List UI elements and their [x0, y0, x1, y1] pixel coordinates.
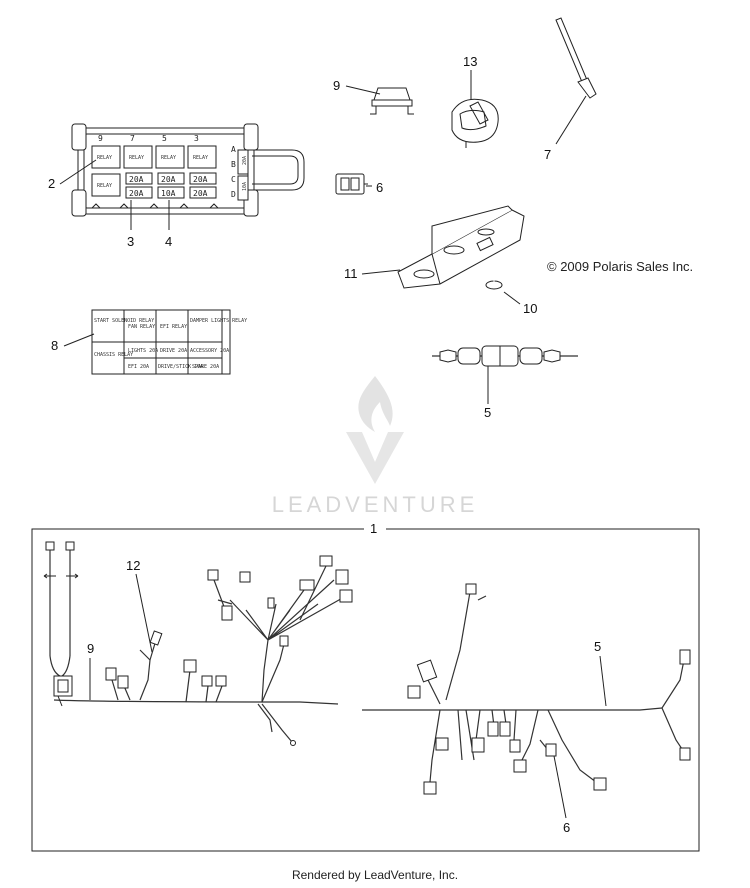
fuse-box: 9 7 5 3 RELAY RELAY RELAY RELAY RELAY 20…	[71, 123, 305, 217]
diode-part	[370, 87, 414, 115]
fuse-pos-7: 7	[130, 134, 135, 143]
fuse-label-r1-3: 20A	[193, 175, 208, 184]
side-fuse-1: 20A	[242, 156, 248, 165]
fuse-pos-9: 9	[98, 134, 103, 143]
decal-damper: DAMPER LIGHTS RELAY	[190, 318, 247, 324]
side-fuse-2: 10A	[242, 182, 248, 191]
callout-7: 7	[544, 147, 551, 162]
callout-10: 10	[523, 301, 537, 316]
fuse-holder-5	[432, 345, 578, 367]
relay-label-2: RELAY	[129, 155, 144, 161]
fuse-label-r2-2: 10A	[161, 189, 176, 198]
connector-13	[451, 98, 499, 148]
relay-label-4: RELAY	[193, 155, 208, 161]
fuse-row-d: D	[231, 190, 236, 199]
watermark-text: LEADVENTURE	[272, 492, 479, 517]
harness-frame	[31, 528, 700, 852]
fuse-row-b: B	[231, 160, 236, 169]
relay-label-3: RELAY	[161, 155, 176, 161]
relay-label-1: RELAY	[97, 155, 112, 161]
callout-11: 11	[344, 266, 358, 281]
decal-spare: SPARE 20A	[192, 364, 219, 370]
decal-lights: LIGHTS 20A	[128, 348, 158, 354]
callout-1: 1	[370, 521, 377, 536]
decal-fan-relay: FAN RELAY	[128, 324, 155, 330]
callout-8: 8	[51, 338, 58, 353]
callout-9-top: 9	[333, 78, 340, 93]
main-harness	[43, 541, 353, 746]
decal-efi-relay: EFI RELAY	[160, 324, 187, 330]
right-harness	[362, 583, 691, 795]
decal-efi-fuse: EFI 20A	[128, 364, 149, 370]
fuse-pos-3: 3	[194, 134, 199, 143]
footer-credit: Rendered by LeadVenture, Inc.	[291, 868, 459, 882]
callout-2: 2	[48, 176, 55, 191]
copyright-text: © 2009 Polaris Sales Inc.	[547, 259, 693, 274]
fuse-pos-5: 5	[162, 134, 167, 143]
callout-4: 4	[165, 234, 172, 249]
decal-accessory: ACCESSORY 20A	[190, 348, 229, 354]
connector-6-top	[335, 173, 368, 195]
decal-drive: DRIVE 20A	[160, 348, 187, 354]
fuse-label-r2-3: 20A	[193, 189, 208, 198]
fuse-label-r1-1: 20A	[129, 175, 144, 184]
cable-tie-7	[555, 17, 597, 99]
callout-5-top: 5	[484, 405, 491, 420]
fuse-row-a: A	[231, 145, 236, 154]
screw-10	[485, 266, 503, 290]
callout-6-main: 6	[563, 820, 570, 835]
decal-drive-stick: DRIVE/STICK 10A	[158, 364, 203, 370]
fuse-row-c: C	[231, 175, 236, 184]
decal-start-solenoid: START SOLENOID RELAY	[94, 318, 154, 324]
decal-chassis-relay: CHASSIS RELAY	[94, 352, 133, 358]
fuse-decal: START SOLENOID RELAY FAN RELAY EFI RELAY…	[91, 309, 247, 375]
callout-6-top: 6	[376, 180, 383, 195]
leadventure-watermark: LEADVENTURE	[272, 376, 479, 517]
callout-13: 13	[463, 54, 477, 69]
callout-9-main: 9	[87, 641, 94, 656]
relay-label-5: RELAY	[97, 183, 112, 189]
callout-3: 3	[127, 234, 134, 249]
callout-5-main: 5	[594, 639, 601, 654]
fuse-label-r2-1: 20A	[129, 189, 144, 198]
callout-12: 12	[126, 558, 140, 573]
fuse-label-r1-2: 20A	[161, 175, 176, 184]
bracket-11	[397, 205, 525, 289]
